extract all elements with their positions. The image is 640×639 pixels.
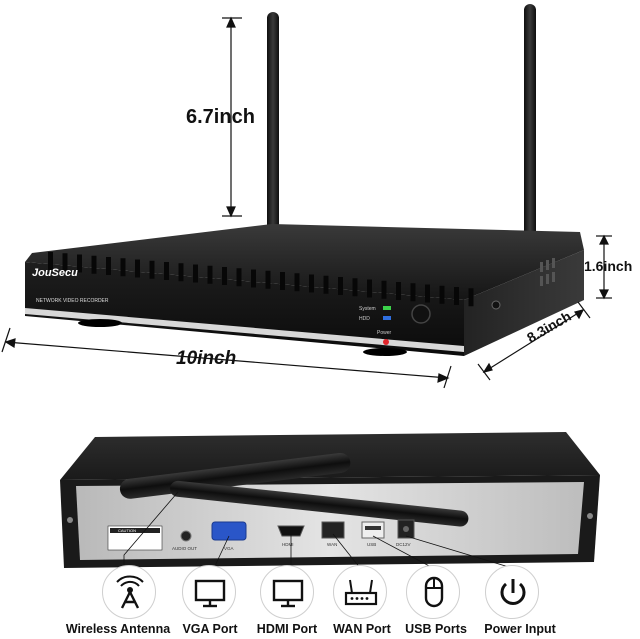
vent-slot: [367, 279, 372, 298]
vent-slot: [280, 272, 285, 290]
vent-slot: [425, 284, 430, 303]
antenna-icon: [102, 565, 156, 619]
audio-port: [180, 530, 192, 542]
depth-dimension: [477, 301, 591, 381]
vent-slot: [77, 254, 82, 273]
power-button: [411, 304, 431, 324]
vent-slot: [396, 282, 401, 300]
vent-slot: [323, 275, 329, 294]
vga-port: [211, 521, 247, 541]
led-hdd-label: HDD: [359, 316, 370, 322]
vent-slot: [251, 269, 256, 288]
nvr-front-illustration: JouSecu NETWORK VIDEO RECORDER System HD…: [1, 4, 612, 389]
antenna-laid-right: [169, 480, 469, 527]
foot: [363, 348, 407, 356]
vent-slot: [236, 268, 242, 287]
vent-slot: [439, 285, 445, 304]
vent-slot: [294, 273, 300, 292]
port-label-power: Power Input: [484, 622, 556, 636]
thickness-label: 1.6inch: [584, 258, 633, 274]
vent-slot: [309, 274, 314, 293]
thickness-dimension: [596, 234, 612, 300]
nvr-front-face: [25, 262, 464, 356]
width-dimension: [1, 327, 452, 389]
wan-label: WAN: [327, 542, 337, 547]
led-hdd: [383, 316, 391, 320]
hdmi-monitor-icon: [260, 565, 314, 619]
vent-slot: [468, 288, 474, 307]
hdmi-port: [277, 525, 305, 537]
vent-slots: [48, 252, 474, 307]
vga-label: VGA: [224, 546, 234, 551]
vent-slot: [454, 287, 459, 305]
vent-slot: [106, 257, 111, 275]
port-label-antenna: Wireless Antenna: [65, 622, 171, 636]
vent-slot: [193, 264, 198, 283]
screw: [587, 513, 593, 519]
port-label-usb: USB Ports: [405, 622, 467, 636]
vent-slot: [164, 262, 169, 280]
vent-slot: [149, 260, 155, 279]
back-panel: [76, 482, 584, 560]
vent-slot: [178, 263, 184, 282]
vent-slot: [135, 259, 140, 278]
vent-slot: [222, 267, 227, 285]
brand-logo: JouSecu: [32, 267, 78, 279]
foot: [78, 319, 122, 327]
hdmi-label: HDMI: [282, 542, 294, 547]
width-label: 10inch: [176, 348, 237, 369]
dc-label: DC12V: [396, 542, 411, 547]
led-power-label: Power: [377, 330, 392, 336]
power-icon: [485, 565, 539, 619]
vent-slot: [410, 283, 416, 302]
vent-slot: [352, 278, 358, 297]
port-label-hdmi: HDMI Port: [256, 622, 318, 636]
caution-text: CAUTION: [118, 528, 136, 533]
wan-port: [321, 521, 345, 539]
model-text: NETWORK VIDEO RECORDER: [36, 298, 109, 304]
antenna-right: [524, 4, 536, 240]
vent-slot: [381, 280, 387, 299]
screw: [67, 517, 73, 523]
led-system-label: System: [359, 306, 376, 312]
vent-slot: [48, 252, 53, 270]
side-port: [491, 300, 501, 310]
side-vent-grid: [540, 258, 555, 286]
audio-label: AUDIO OUT: [172, 546, 197, 551]
vent-slot: [265, 270, 271, 289]
antenna-left: [267, 12, 279, 240]
vent-slot: [207, 265, 213, 284]
router-icon: [333, 565, 387, 619]
vent-slot: [91, 255, 97, 274]
mouse-icon: [406, 565, 460, 619]
vent-slot: [120, 258, 126, 277]
vga-monitor-icon: [182, 565, 236, 619]
height-dimension: [222, 16, 242, 218]
height-label: 6.7inch: [186, 106, 255, 128]
port-label-vga: VGA Port: [182, 622, 238, 636]
vent-slot: [62, 253, 68, 272]
leader-lines: [123, 491, 513, 569]
port-label-wan: WAN Port: [333, 622, 391, 636]
led-system: [383, 306, 391, 310]
usb-label: USB: [367, 542, 376, 547]
nvr-top-surface: [25, 224, 584, 300]
nvr-back-illustration: CAUTION AUDIO OUT VGA HDMI WAN USB DC12V: [60, 432, 600, 569]
led-power: [383, 339, 389, 345]
front-silver-strip: [25, 308, 464, 352]
vent-slot: [338, 277, 343, 295]
